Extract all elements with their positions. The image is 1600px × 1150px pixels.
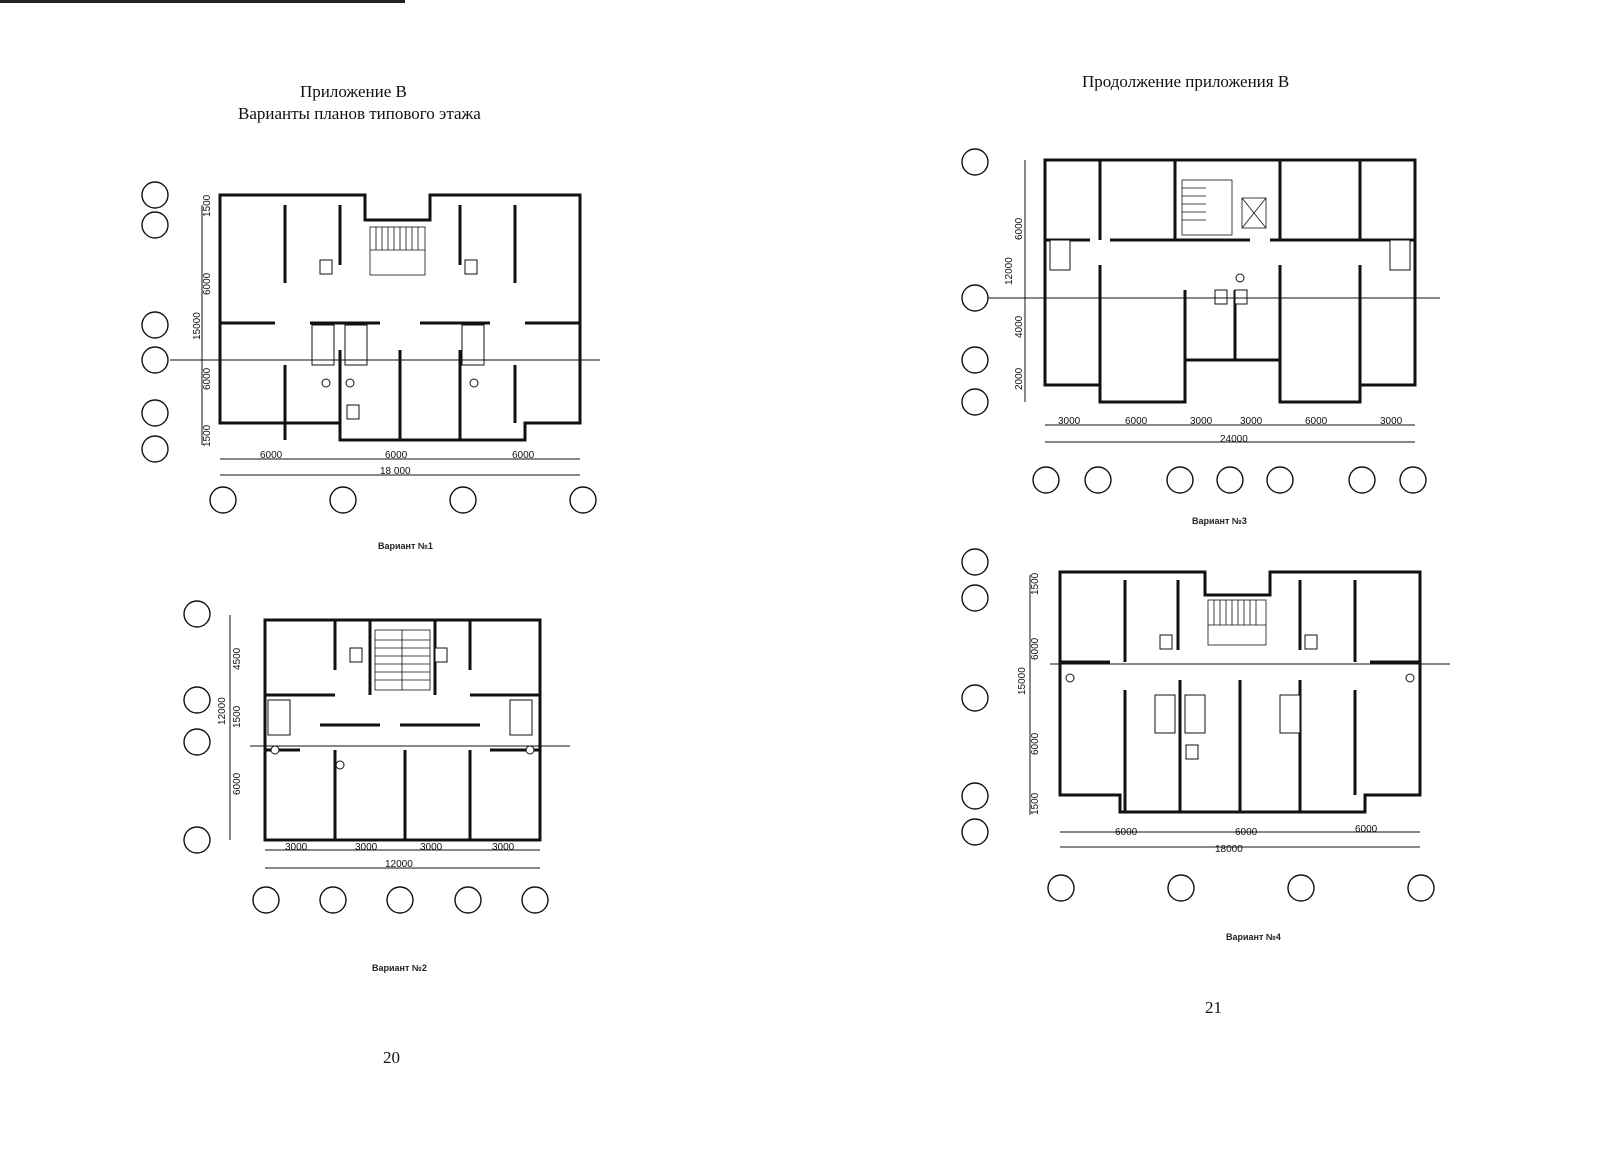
- dim-side-2: 12000: [217, 697, 228, 725]
- sink-icon: [1159, 634, 1173, 650]
- variant-2-caption: Вариант №2: [372, 963, 427, 973]
- dim-bottom-3: 3000: [420, 842, 443, 853]
- toilet-icon: [469, 378, 479, 388]
- dim-bottom-6: 3000: [1380, 416, 1403, 427]
- dim-side-4: 2000: [1014, 367, 1025, 390]
- left-page: Приложение В Варианты планов типового эт…: [0, 0, 600, 1067]
- dim-side-5: 1500: [202, 424, 213, 447]
- dim-bottom-3: 3000: [1190, 416, 1213, 427]
- bathtub-icon: [311, 324, 335, 366]
- dim-bottom-2: 3000: [355, 842, 378, 853]
- dim-bottom-4: 3000: [492, 842, 515, 853]
- dim-bottom-2: 6000: [1235, 827, 1258, 838]
- toilet-icon: [335, 760, 345, 770]
- dim-side-3: 6000: [1030, 637, 1041, 660]
- bathtub-icon: [461, 324, 485, 366]
- sink-icon: [349, 647, 363, 663]
- outer-wall: [263, 618, 542, 842]
- sink-icon: [1185, 744, 1199, 760]
- variant-4-caption: Вариант №4: [1226, 932, 1281, 942]
- page-number-left: 20: [383, 1048, 400, 1067]
- staircase: [1181, 179, 1267, 236]
- toilet-icon: [1405, 673, 1415, 683]
- sink-icon: [1214, 289, 1228, 305]
- dim-side-1: 1500: [202, 194, 213, 217]
- sink-icon: [1234, 289, 1248, 305]
- variant-3-caption: Вариант №3: [1192, 516, 1247, 526]
- dim-bottom-1: 3000: [285, 842, 308, 853]
- appendix-subtitle: Варианты планов типового этажа: [238, 104, 481, 123]
- dim-total: 18 000: [380, 466, 411, 477]
- sink-icon: [346, 404, 360, 420]
- floor-plan-variant-3: 6000 12000 4000 2000 3000 6000 3000 3000…: [961, 148, 1440, 494]
- bathtub-icon: [1184, 694, 1206, 734]
- toilet-icon: [1065, 673, 1075, 683]
- dim-bottom-1: 3000: [1058, 416, 1081, 427]
- bathtub-icon: [1154, 694, 1176, 734]
- dim-side-4: 6000: [1030, 732, 1041, 755]
- dim-side-3: 1500: [232, 705, 243, 728]
- variant-1-caption: Вариант №1: [378, 541, 433, 551]
- sink-icon: [1304, 634, 1318, 650]
- bathtub-icon: [1279, 694, 1301, 734]
- staircase: [1207, 599, 1267, 646]
- dim-total: 12000: [385, 859, 413, 870]
- dim-bottom-5: 6000: [1305, 416, 1328, 427]
- toilet-icon: [1235, 273, 1245, 283]
- bathtub-icon: [267, 699, 291, 736]
- bathtub-icon: [509, 699, 533, 736]
- dim-side-1: 1500: [1030, 572, 1041, 595]
- toilet-icon: [321, 378, 331, 388]
- bathtub-icon: [1389, 239, 1411, 271]
- floor-plan-variant-1: 1500 6000 15000 6000 1500 6000 6000 6000…: [141, 181, 600, 514]
- scan-edge-line: [0, 0, 405, 3]
- dim-side-4: 6000: [232, 772, 243, 795]
- floor-plan-variant-4: 1500 15000 6000 6000 1500 6000 6000 6000…: [961, 548, 1450, 902]
- appendix-continuation-title: Продолжение приложения В: [1082, 72, 1290, 91]
- sink-icon: [464, 259, 478, 275]
- dim-side-4: 6000: [202, 367, 213, 390]
- bathtub-icon: [344, 324, 368, 366]
- dim-bottom-2: 6000: [385, 450, 408, 461]
- toilet-icon: [345, 378, 355, 388]
- dim-side-2: 6000: [202, 272, 213, 295]
- dim-side-1: 6000: [1014, 217, 1025, 240]
- outer-wall: [1058, 570, 1422, 814]
- dim-side-2: 15000: [1017, 667, 1028, 695]
- dim-side-3: 15000: [192, 312, 203, 340]
- appendix-title: Приложение В: [300, 82, 407, 101]
- dim-total: 18000: [1215, 844, 1243, 855]
- dim-bottom-3: 6000: [1355, 824, 1378, 835]
- dim-side-1: 4500: [232, 647, 243, 670]
- staircase: [374, 629, 431, 691]
- toilet-icon: [270, 745, 280, 755]
- sink-icon: [319, 259, 333, 275]
- page-number-right: 21: [1205, 998, 1222, 1017]
- dim-bottom-1: 6000: [1115, 827, 1138, 838]
- dim-total: 24000: [1220, 434, 1248, 445]
- staircase: [369, 226, 426, 276]
- dim-bottom-1: 6000: [260, 450, 283, 461]
- dim-bottom-4: 3000: [1240, 416, 1263, 427]
- right-page: Продолжение приложения В 6000 120: [800, 0, 1600, 1150]
- dim-side-2: 12000: [1004, 257, 1015, 285]
- dim-side-5: 1500: [1030, 792, 1041, 815]
- sink-icon: [434, 647, 448, 663]
- bathtub-icon: [1049, 239, 1071, 271]
- dim-bottom-2: 6000: [1125, 416, 1148, 427]
- floor-plan-variant-2: 4500 12000 1500 6000 3000 3000 3000 3000…: [183, 600, 570, 914]
- dim-side-3: 4000: [1014, 315, 1025, 338]
- dim-bottom-3: 6000: [512, 450, 535, 461]
- toilet-icon: [525, 745, 535, 755]
